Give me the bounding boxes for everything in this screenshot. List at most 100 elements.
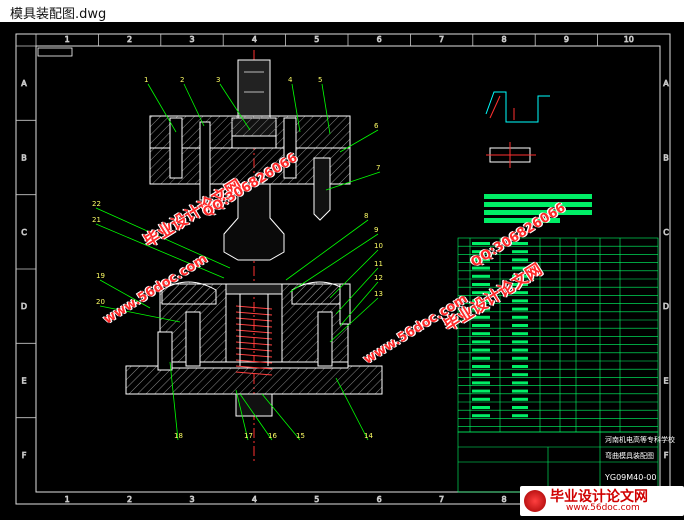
callout-number: 14 [364,432,373,440]
table-cell-fill [472,250,490,254]
leader-line [239,393,273,441]
table-cell-fill [512,340,528,344]
table-cell-fill [472,348,490,352]
table-cell-fill [472,365,490,368]
brand-name: 毕业设计论文网 [550,489,648,505]
table-cell-fill [512,397,528,401]
callout-number: 5 [318,76,322,84]
callout-number: 15 [296,432,305,440]
ruler-label-bottom: 7 [439,495,444,504]
ruler-label-top: 1 [65,35,70,44]
ruler-label-right: E [663,377,668,386]
table-cell-fill [472,356,490,360]
table-cell-fill [512,274,528,278]
table-cell-fill [512,307,528,311]
callout-number: 3 [216,76,220,84]
leader-line [329,249,379,299]
spring [235,305,273,376]
callout-number: 7 [376,164,380,172]
note-line [484,194,592,199]
table-cell-fill [472,242,490,245]
callout-number: 8 [364,212,368,220]
ruler-label-bottom: 3 [189,495,194,504]
table-cell-fill [512,283,528,286]
leader-line [95,223,225,279]
ruler-label-bottom: 4 [252,495,257,504]
note-line [484,202,592,207]
callout-number: 18 [174,432,183,440]
ruler-label-right: D [663,302,669,311]
parts-table [457,237,659,433]
leader-line [99,279,151,309]
window-titlebar: 模具装配图.dwg [0,0,684,23]
ruler-label-bottom: 1 [65,495,70,504]
leader-line [95,207,231,269]
ruler-label-right: F [664,451,669,460]
tb-code: YG09M40-00 [604,473,656,482]
leader-line [291,83,301,133]
leader-line [335,267,379,315]
callout-number: 20 [96,298,105,306]
table-cell-fill [512,348,528,352]
table-cell-fill [472,373,490,377]
table-cell-fill [512,315,528,319]
tb-part: 弯曲模具装配图 [605,451,654,460]
ruler-label-right: C [663,228,669,237]
ruler-label-top: 4 [252,35,257,44]
table-cell-fill [472,266,490,270]
table-cell-fill [512,324,528,327]
callout-number: 13 [374,290,383,298]
table-cell-fill [512,406,528,409]
leader-line [339,129,379,153]
ruler-label-top: 7 [439,35,444,44]
leader-line [339,281,379,327]
table-cell-fill [512,266,528,270]
table-cell-fill [472,258,490,262]
ruler-label-left: B [21,154,27,163]
callout-number: 12 [374,274,383,282]
table-cell-fill [472,332,490,336]
ruler-label-right: B [663,154,669,163]
leader-line [329,297,379,343]
ruler-label-left: E [21,377,26,386]
callout-number: 6 [374,122,379,130]
ruler-label-left: D [21,302,27,311]
ruler-label-left: C [21,228,27,237]
callout-number: 19 [96,272,105,280]
table-cell-fill [472,381,490,385]
callout-number: 10 [374,242,383,250]
table-cell-fill [512,299,528,303]
table-cell-fill [472,340,490,344]
ruler-label-top: 2 [127,35,132,44]
table-cell-fill [512,365,528,368]
table-cell-fill [512,332,528,336]
table-cell-fill [472,397,490,401]
ruler-label-top: 8 [501,35,506,44]
ruler-label-left: F [22,451,27,460]
callout-number: 2 [180,76,184,84]
leader-line [325,171,381,191]
table-cell-fill [512,356,528,360]
table-cell-fill [472,299,490,303]
ruler-label-top: 5 [314,35,319,44]
callout-number: 21 [92,216,101,224]
ruler-label-left: A [21,79,27,88]
ruler-label-bottom: 5 [314,495,319,504]
tech-notes [484,194,592,223]
leader-line [147,83,177,133]
outer-frame [15,33,671,505]
leader-line [235,389,249,441]
callout-number: 1 [144,76,148,84]
table-cell-fill [512,250,528,254]
leader-line [169,361,179,441]
callout-number: 17 [244,432,253,440]
ruler-label-bottom: 8 [501,495,506,504]
table-cell-fill [512,373,528,377]
note-line [484,218,560,223]
table-cell-fill [512,389,528,393]
table-cell-fill [472,389,490,393]
callout-number: 16 [268,432,277,440]
